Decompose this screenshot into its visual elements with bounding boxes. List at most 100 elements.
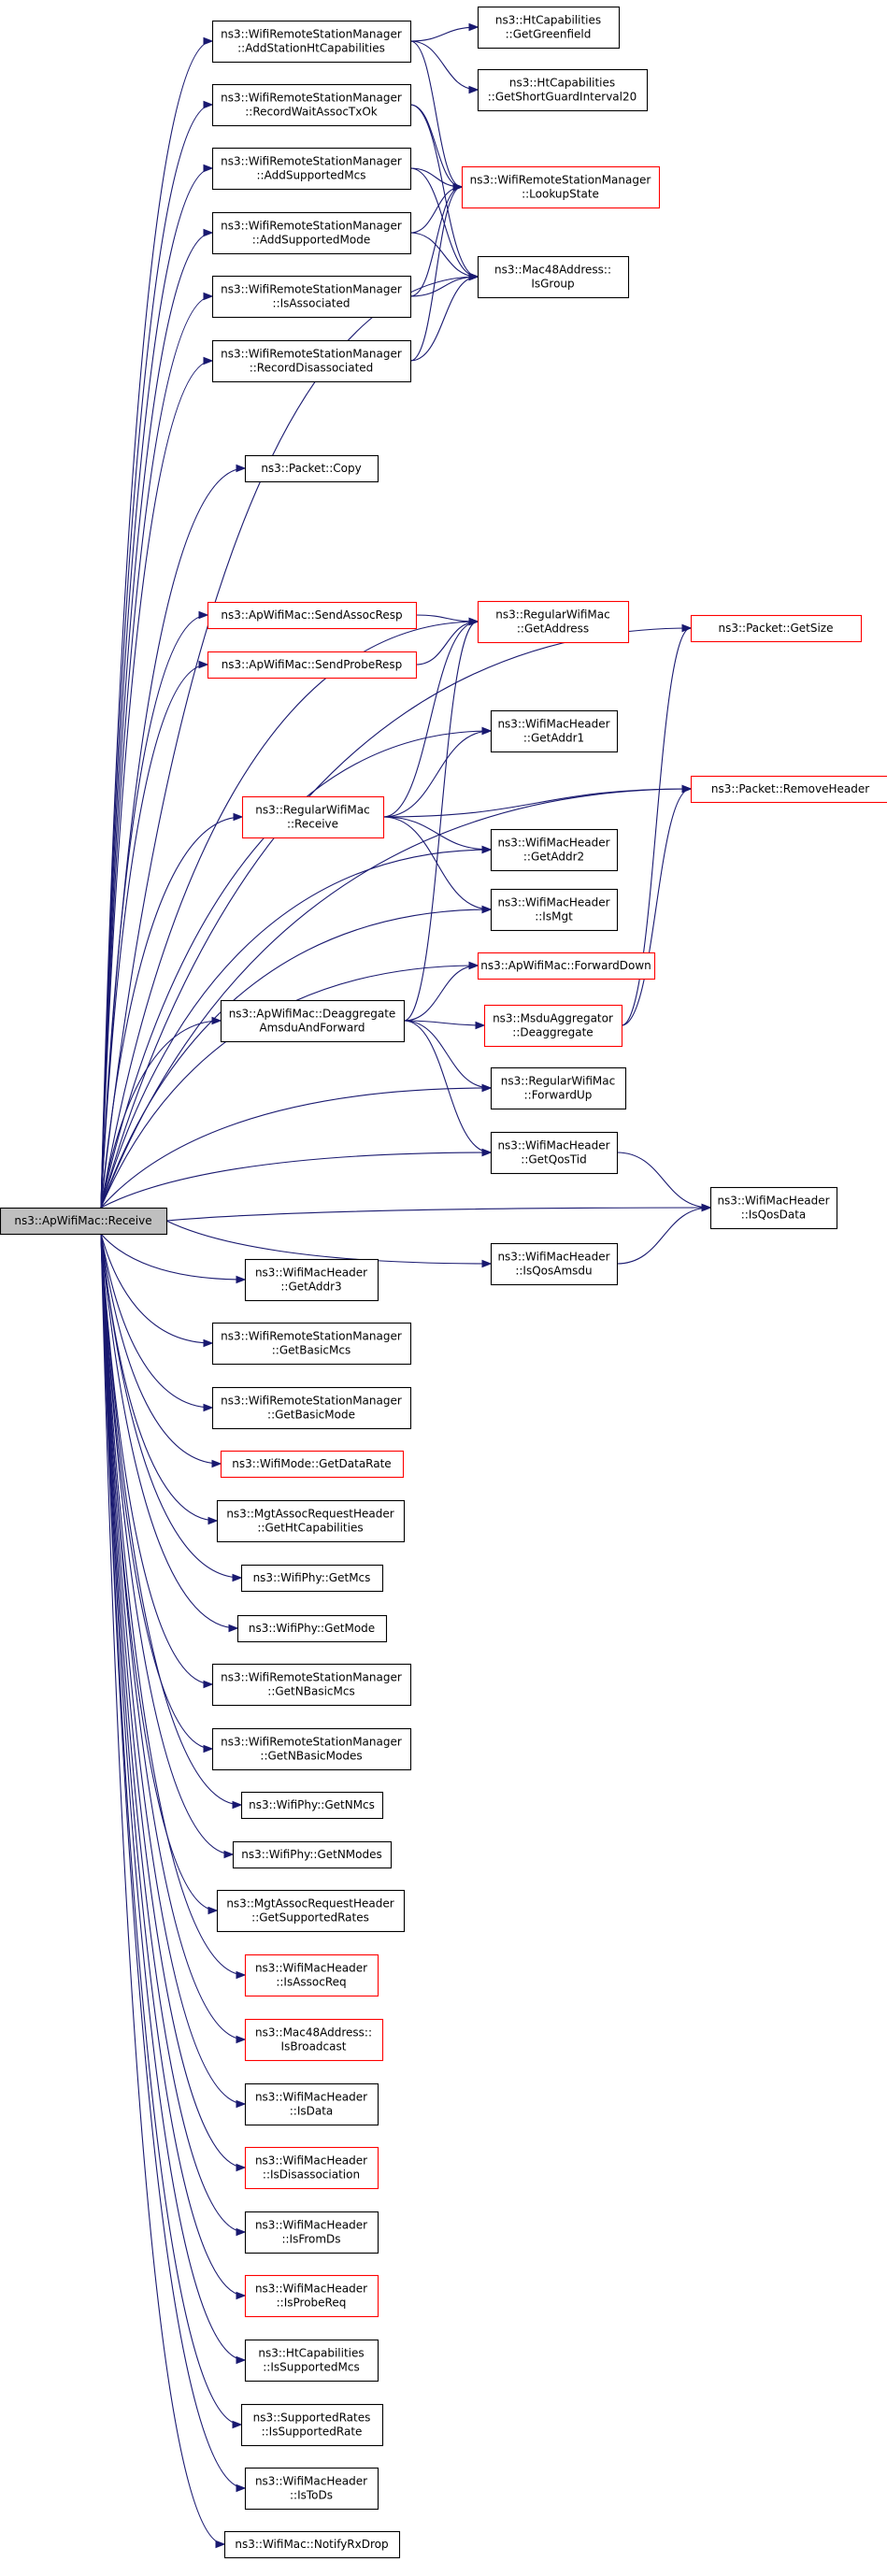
node-htgreen[interactable]: ns3::HtCapabilities::GetGreenfield xyxy=(477,6,621,50)
node-label-line: ::IsAssocReq xyxy=(276,1976,346,1989)
node-nmcs[interactable]: ns3::WifiPhy::GetNMcs xyxy=(240,1791,384,1820)
edge-addsta-htsgi xyxy=(409,40,479,91)
edge-deagg-qostid xyxy=(403,1020,492,1153)
node-getmcs[interactable]: ns3::WifiPhy::GetMcs xyxy=(240,1564,384,1593)
node-msdu[interactable]: ns3::MsduAggregator::Deaggregate xyxy=(483,1004,623,1048)
node-recdis[interactable]: ns3::WifiRemoteStationManager::RecordDis… xyxy=(211,339,412,383)
node-sendassoc[interactable]: ns3::ApWifiMac::SendAssocResp xyxy=(207,601,418,630)
node-box xyxy=(244,2082,379,2126)
node-box xyxy=(244,2339,379,2383)
edge-regrecv-removehdr xyxy=(382,788,692,818)
node-label-line: ::IsMgt xyxy=(535,910,573,923)
node-nbasicmcs[interactable]: ns3::WifiRemoteStationManager::GetNBasic… xyxy=(211,1663,412,1707)
node-fwddown[interactable]: ns3::ApWifiMac::ForwardDown xyxy=(477,952,656,980)
node-label-line: ns3::WifiRemoteStationManager xyxy=(221,1671,402,1684)
edge-arrowhead xyxy=(681,784,693,794)
node-nmodes[interactable]: ns3::WifiPhy::GetNModes xyxy=(232,1840,393,1869)
node-ismgt[interactable]: ns3::WifiMacHeader::IsMgt xyxy=(490,888,619,932)
edge-arrowhead xyxy=(681,623,693,633)
edge-root-nmcs xyxy=(100,1233,242,1806)
node-basicmcs[interactable]: ns3::WifiRemoteStationManager::GetBasicM… xyxy=(211,1322,412,1366)
edge-arrowhead xyxy=(481,1148,493,1157)
node-box xyxy=(220,1450,405,1479)
node-lookup[interactable]: ns3::WifiRemoteStationManager::LookupSta… xyxy=(461,165,661,209)
edge-qostid-isqosdata xyxy=(616,1152,711,1209)
node-label-line: ns3::WifiRemoteStationManager xyxy=(221,28,402,41)
edge-root-addmode xyxy=(100,232,213,1209)
node-label-line: ::GetShortGuardInterval20 xyxy=(488,91,637,104)
edge-root-datarate xyxy=(100,1233,222,1465)
node-qostid[interactable]: ns3::WifiMacHeader::GetQosTid xyxy=(490,1131,619,1175)
node-isprobereq[interactable]: ns3::WifiMacHeader::IsProbeReq xyxy=(244,2274,379,2318)
edge-arrowhead xyxy=(207,1516,219,1525)
node-box xyxy=(207,601,418,630)
node-label-line: ns3::WifiMacHeader xyxy=(255,2154,367,2168)
node-label-line: ::AddSupportedMode xyxy=(252,234,370,247)
node-label-line: ns3::WifiMacHeader xyxy=(255,2475,367,2488)
edge-addsta-lookup xyxy=(409,40,463,188)
node-label-line: ::RecordWaitAssocTxOk xyxy=(245,106,378,119)
node-suprates[interactable]: ns3::MgtAssocRequestHeader::GetSupported… xyxy=(216,1889,406,1933)
node-sendprobe[interactable]: ns3::ApWifiMac::SendProbeResp xyxy=(207,651,418,680)
edge-isassoc-lookup xyxy=(409,186,463,297)
node-isdata[interactable]: ns3::WifiMacHeader::IsData xyxy=(244,2082,379,2126)
node-addmode[interactable]: ns3::WifiRemoteStationManager::AddSuppor… xyxy=(211,211,412,255)
node-datarate[interactable]: ns3::WifiMode::GetDataRate xyxy=(220,1450,405,1479)
edge-arrowhead xyxy=(236,464,247,473)
node-gethtcap[interactable]: ns3::MgtAssocRequestHeader::GetHtCapabil… xyxy=(216,1499,406,1543)
node-htsgi[interactable]: ns3::HtCapabilities::GetShortGuardInterv… xyxy=(477,68,649,112)
edge-arrowhead xyxy=(223,1850,235,1859)
node-addmcs[interactable]: ns3::WifiRemoteStationManager::AddSuppor… xyxy=(211,147,412,191)
node-label-line: ::Deaggregate xyxy=(512,1026,593,1039)
node-box xyxy=(0,1207,168,1236)
node-basicmode[interactable]: ns3::WifiRemoteStationManager::GetBasicM… xyxy=(211,1386,412,1430)
node-getsize[interactable]: ns3::Packet::GetSize xyxy=(690,614,863,643)
node-addr1[interactable]: ns3::WifiMacHeader::GetAddr1 xyxy=(490,709,619,753)
node-regrecv[interactable]: ns3::RegularWifiMac::Receive xyxy=(241,795,385,839)
node-issupmcs[interactable]: ns3::HtCapabilities::IsSupportedMcs xyxy=(244,2339,379,2383)
node-recwait[interactable]: ns3::WifiRemoteStationManager::RecordWai… xyxy=(211,83,412,127)
node-addr2[interactable]: ns3::WifiMacHeader::GetAddr2 xyxy=(490,828,619,872)
node-isgroup[interactable]: ns3::Mac48Address::IsGroup xyxy=(477,255,630,299)
node-box xyxy=(490,1131,619,1175)
node-removehdr[interactable]: ns3::Packet::RemoveHeader xyxy=(690,775,887,804)
edge-arrowhead xyxy=(203,228,214,237)
node-getmode[interactable]: ns3::WifiPhy::GetMode xyxy=(236,1614,388,1643)
edge-arrowhead xyxy=(475,1021,486,1030)
edge-root-isqosdata xyxy=(165,1207,711,1222)
edge-root-basicmode xyxy=(100,1233,213,1409)
edge-root-getaddress xyxy=(100,621,479,1209)
node-pcopy[interactable]: ns3::Packet::Copy xyxy=(244,454,379,483)
node-notifyrx[interactable]: ns3::WifiMac::NotifyRxDrop xyxy=(223,2530,401,2559)
node-box xyxy=(244,2274,379,2318)
edge-arrowhead xyxy=(236,2227,247,2237)
node-issuprate[interactable]: ns3::SupportedRates::IsSupportedRate xyxy=(240,2403,384,2447)
node-deagg[interactable]: ns3::ApWifiMac::DeaggregateAmsduAndForwa… xyxy=(220,999,406,1043)
node-isassocreq[interactable]: ns3::WifiMacHeader::IsAssocReq xyxy=(244,1953,379,1997)
edge-arrowhead xyxy=(452,182,464,192)
node-isassoc[interactable]: ns3::WifiRemoteStationManager::IsAssocia… xyxy=(211,275,412,319)
edge-arrowhead xyxy=(481,1259,493,1268)
node-fwdup[interactable]: ns3::RegularWifiMac::ForwardUp xyxy=(490,1066,627,1110)
node-isdisassoc[interactable]: ns3::WifiMacHeader::IsDisassociation xyxy=(244,2146,379,2190)
node-istods[interactable]: ns3::WifiMacHeader::IsToDs xyxy=(244,2467,379,2511)
node-addsta[interactable]: ns3::WifiRemoteStationManager::AddStatio… xyxy=(211,20,412,64)
node-isqosamsdu[interactable]: ns3::WifiMacHeader::IsQosAmsdu xyxy=(490,1242,619,1286)
node-addr3[interactable]: ns3::WifiMacHeader::GetAddr3 xyxy=(244,1258,379,1302)
node-label-line: ::GetAddr2 xyxy=(523,851,584,864)
node-label-line: ns3::WifiRemoteStationManager xyxy=(221,1736,402,1749)
node-box xyxy=(240,2403,384,2447)
node-isfromds[interactable]: ns3::WifiMacHeader::IsFromDs xyxy=(244,2211,379,2254)
node-isqosdata[interactable]: ns3::WifiMacHeader::IsQosData xyxy=(709,1186,838,1230)
node-nbasicmodes[interactable]: ns3::WifiRemoteStationManager::GetNBasic… xyxy=(211,1727,412,1771)
edge-isassoc-isgroup xyxy=(409,276,479,297)
node-label-line: ::AddSupportedMcs xyxy=(257,169,366,182)
node-box xyxy=(211,1663,412,1707)
node-label-line: ns3::HtCapabilities xyxy=(509,77,615,90)
node-getaddress[interactable]: ns3::RegularWifiMac::GetAddress xyxy=(477,600,630,644)
node-isbcast[interactable]: ns3::Mac48Address::IsBroadcast xyxy=(244,2018,384,2062)
node-label-line: ns3::WifiMacHeader xyxy=(717,1195,829,1208)
edge-msdu-getsize xyxy=(621,627,692,1026)
node-box xyxy=(236,1614,388,1643)
